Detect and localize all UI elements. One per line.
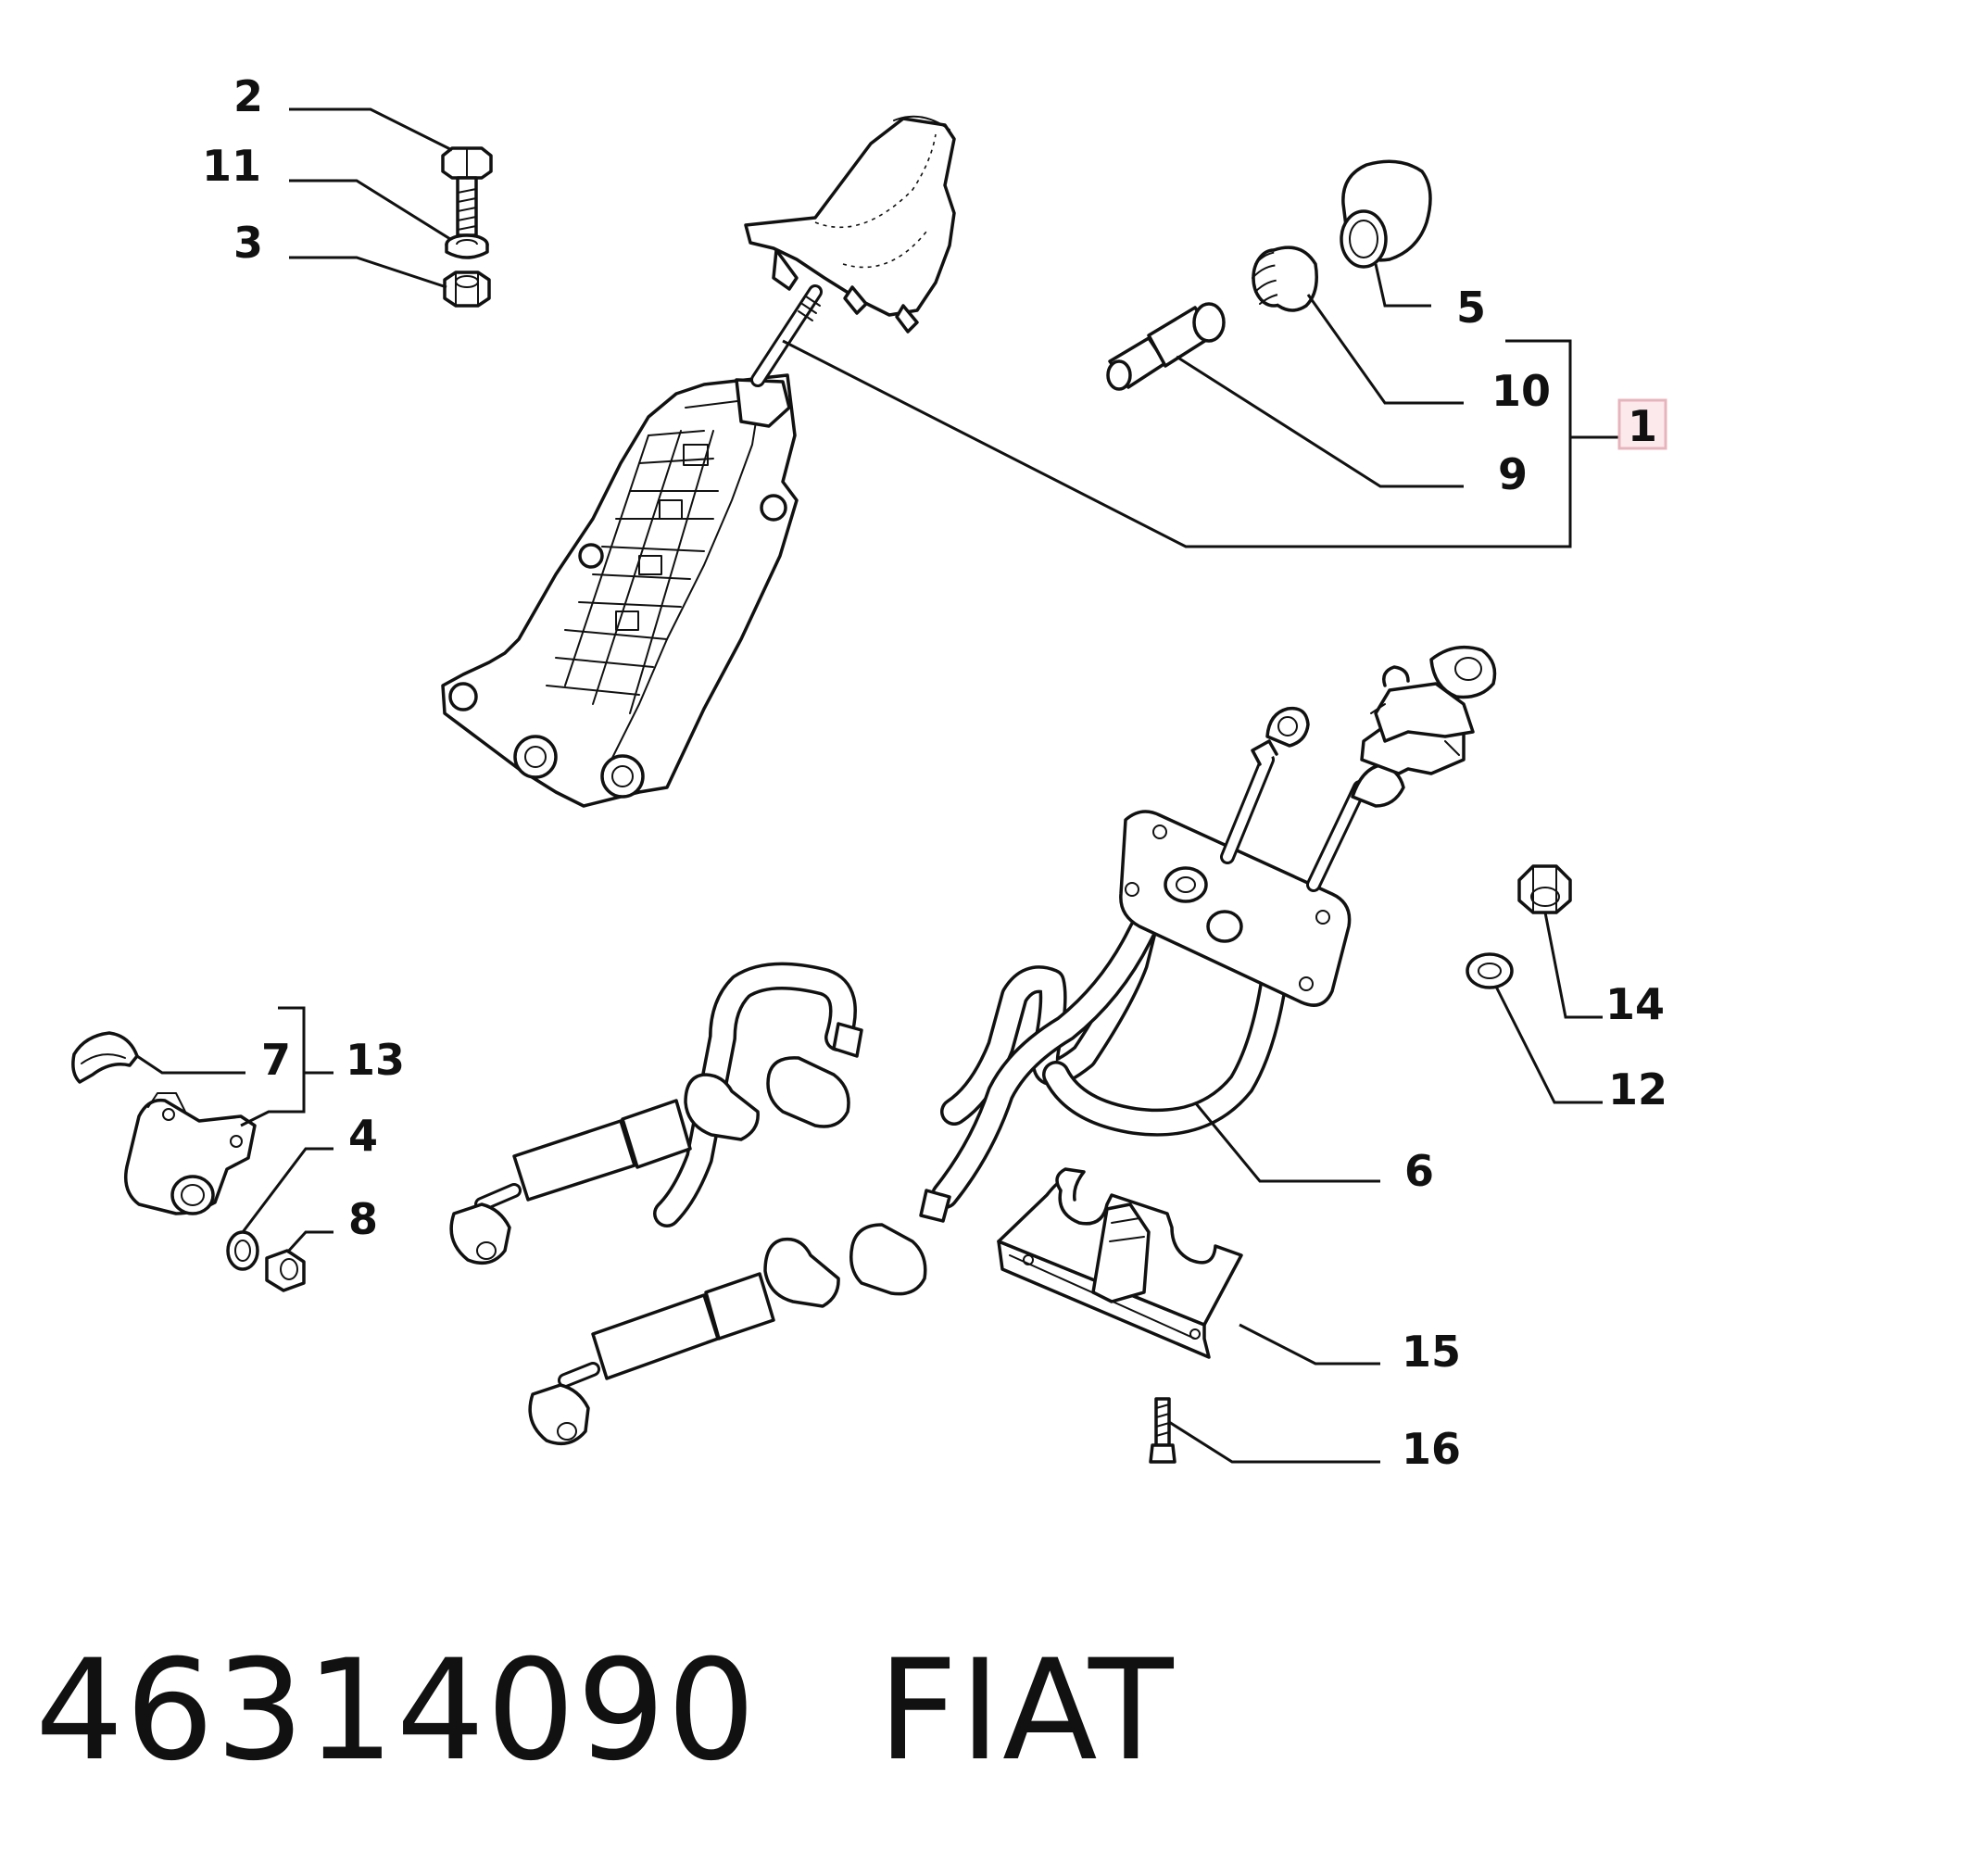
gear-lever-housing (441, 373, 799, 808)
callout-15[interactable]: 15 (1402, 1327, 1461, 1377)
nut-part-3 (443, 271, 491, 308)
callout-13[interactable]: 13 (346, 1035, 405, 1085)
leader-lines (136, 107, 1619, 1464)
gear-cables-part-6 (449, 645, 1497, 1446)
brand-name: FIAT (877, 1630, 1176, 1792)
highlight-box-part-1 (1617, 398, 1667, 450)
washer-part-12 (1466, 952, 1514, 989)
callout-labels: 1 2 11 3 5 10 9 14 12 6 15 16 7 13 4 8 (202, 71, 1667, 1474)
callout-5[interactable]: 5 (1456, 283, 1486, 333)
nut-part-8 (265, 1249, 306, 1292)
callout-1[interactable]: 1 (1628, 401, 1657, 451)
callout-7[interactable]: 7 (261, 1035, 291, 1085)
callout-11[interactable]: 11 (202, 141, 261, 191)
gear-lever-boot (744, 115, 956, 334)
footer-caption: 46314090 FIAT (35, 1630, 1176, 1792)
knob-cap-part-5 (1340, 159, 1432, 269)
part-number: 46314090 (35, 1630, 758, 1792)
callout-8[interactable]: 8 (348, 1194, 378, 1244)
support-bracket-part-15 (997, 1167, 1243, 1359)
gear-lever-rod (750, 284, 823, 387)
clip-part-7 (71, 1031, 139, 1084)
nut-part-14 (1517, 864, 1572, 914)
callout-3[interactable]: 3 (233, 218, 263, 268)
callout-9[interactable]: 9 (1498, 449, 1528, 499)
spring-part-10 (1252, 245, 1318, 312)
washer-part-4 (226, 1230, 259, 1271)
callout-6[interactable]: 6 (1404, 1146, 1434, 1196)
callout-16[interactable]: 16 (1402, 1424, 1461, 1474)
washer-part-11 (445, 233, 489, 259)
callout-14[interactable]: 14 (1605, 979, 1665, 1029)
screw-part-16 (1149, 1397, 1176, 1464)
bolt-part-2 (441, 146, 493, 237)
callout-4[interactable]: 4 (348, 1111, 378, 1161)
lever-bracket-part-13 (124, 1092, 257, 1215)
callout-10[interactable]: 10 (1491, 366, 1551, 416)
pin-part-9 (1106, 302, 1226, 391)
callout-2[interactable]: 2 (233, 71, 263, 121)
callout-12[interactable]: 12 (1608, 1064, 1667, 1114)
